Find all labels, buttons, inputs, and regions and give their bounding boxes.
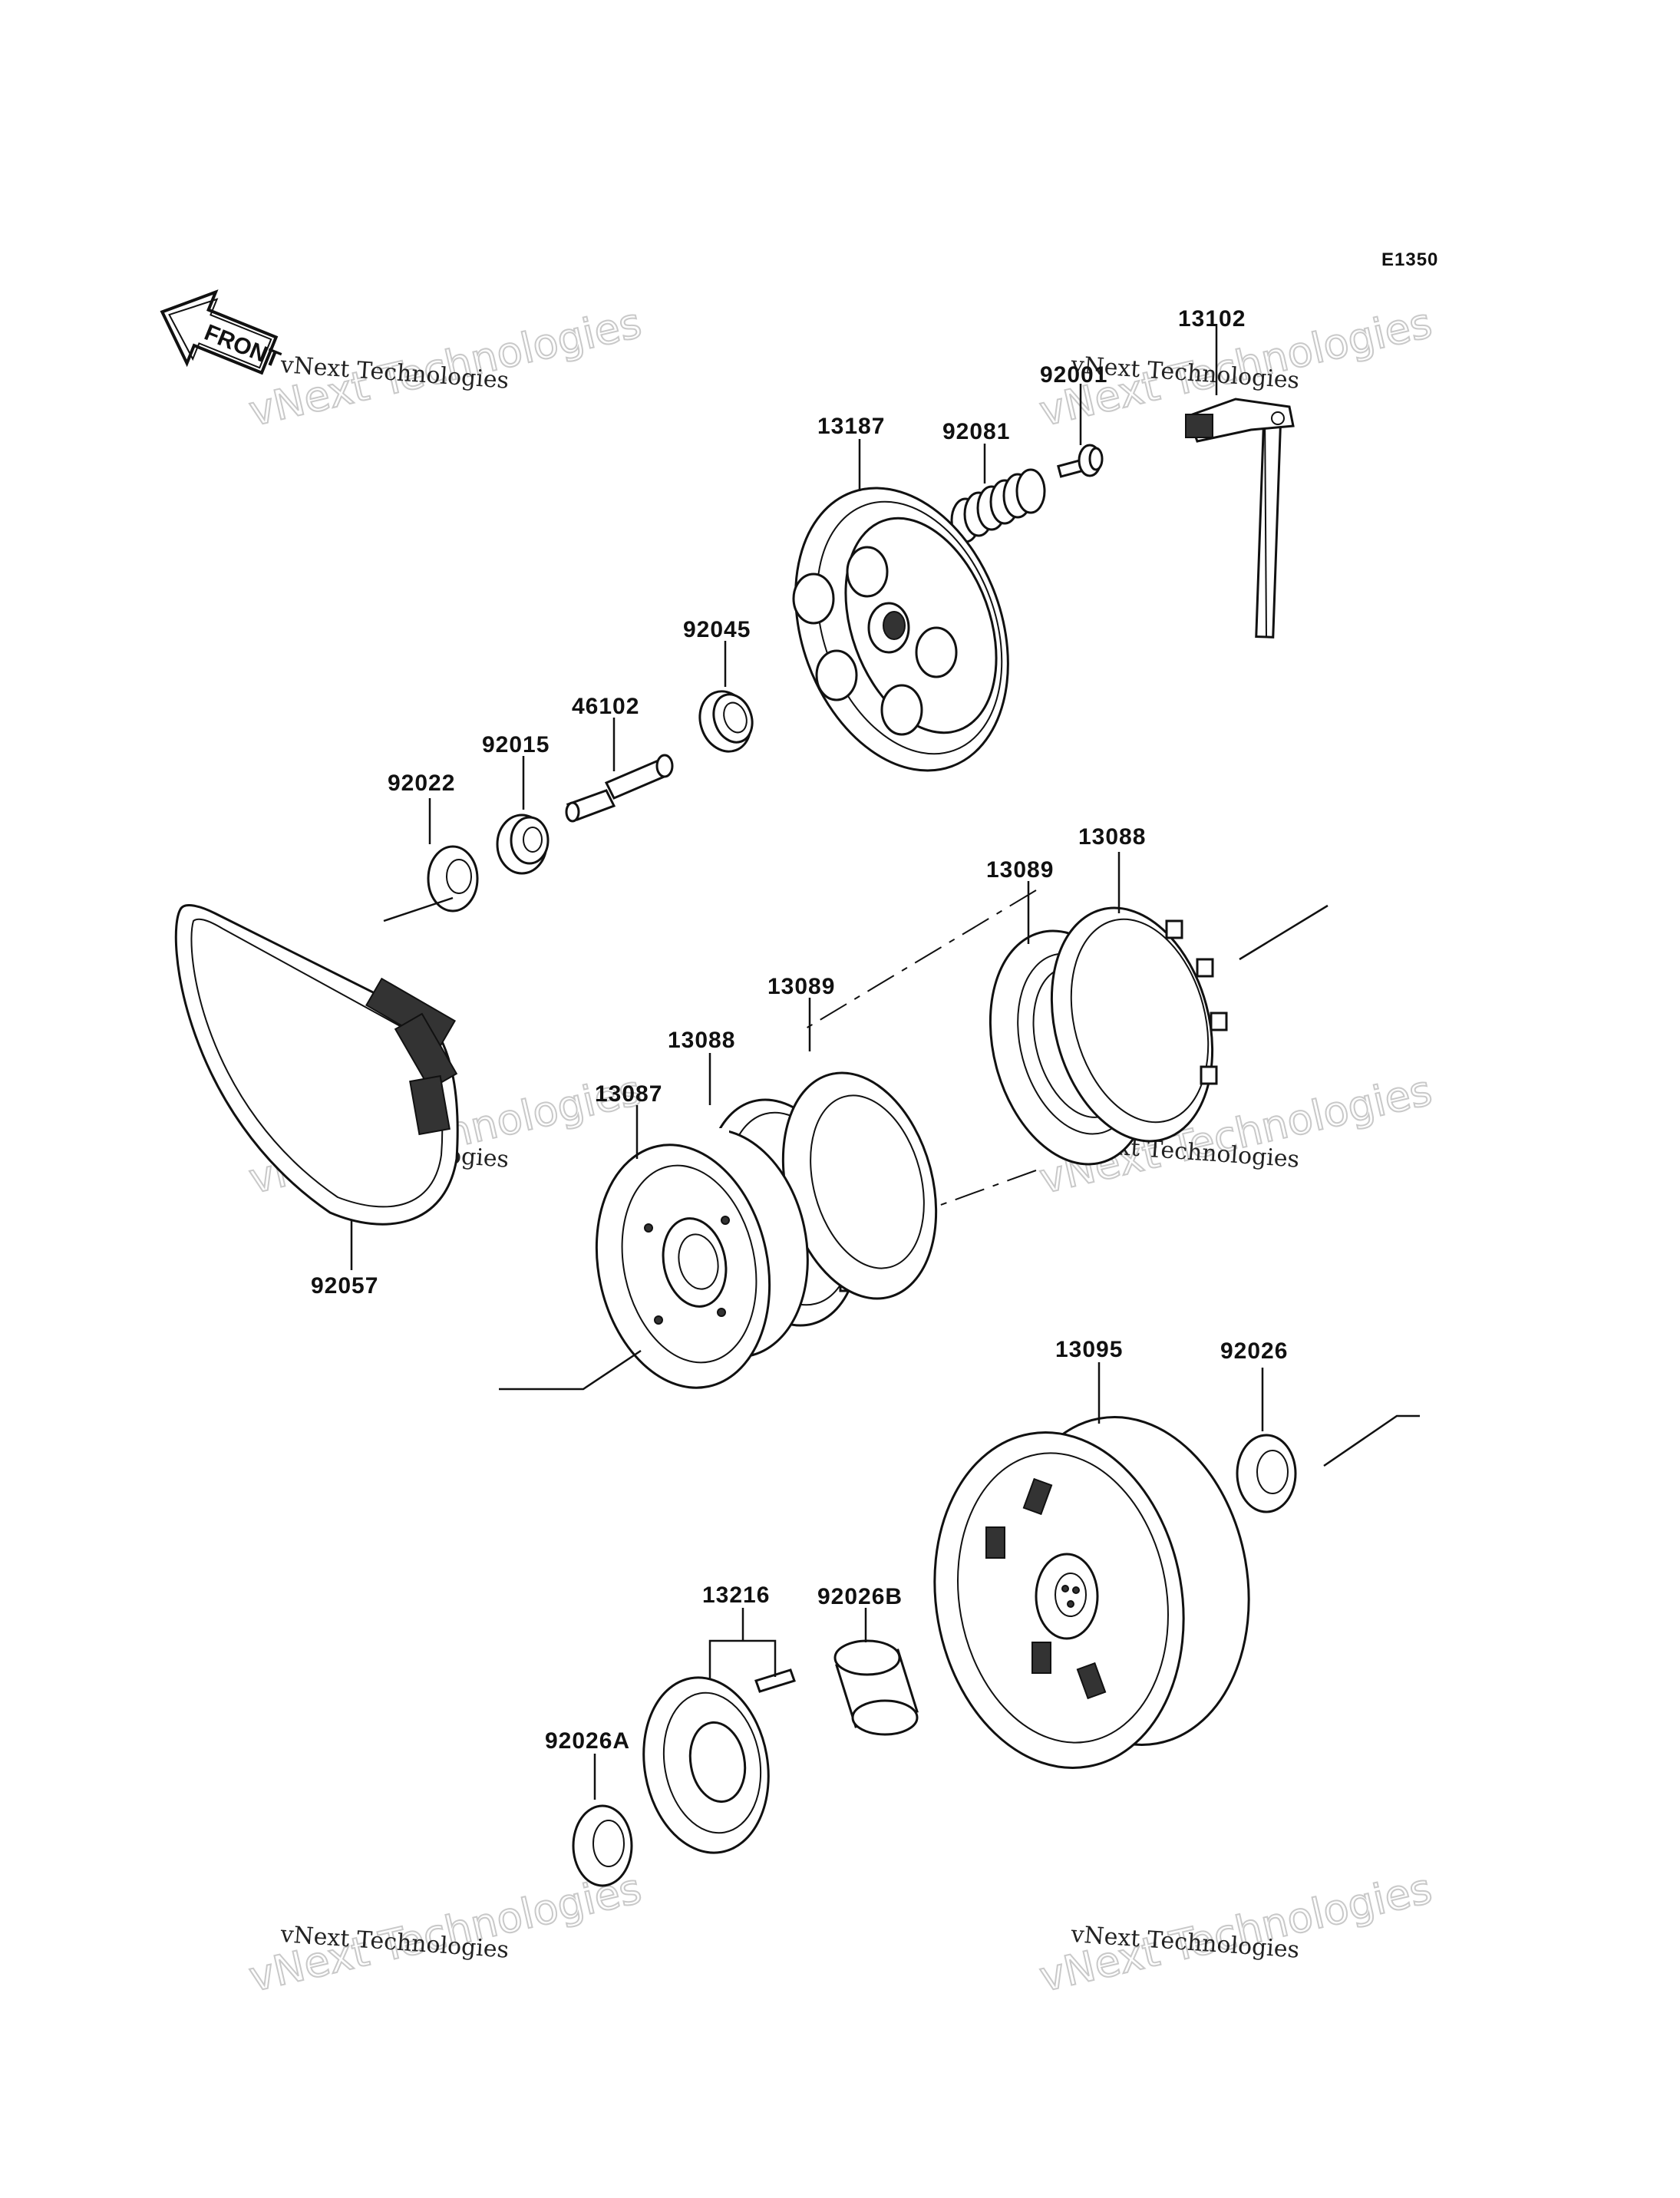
- label-92081: 92081: [942, 419, 1010, 444]
- label-13088-b: 13088: [668, 1028, 735, 1053]
- watermark-top-left: vNext Technologies vNext Technologies: [244, 298, 647, 437]
- part-92057-chain: [174, 904, 459, 1226]
- label-92026B: 92026B: [817, 1584, 903, 1609]
- part-13102-push-lever: [1185, 398, 1295, 639]
- label-13187: 13187: [817, 414, 885, 439]
- label-46102: 46102: [572, 694, 639, 719]
- part-92015-nut: [496, 814, 550, 875]
- label-92001: 92001: [1040, 362, 1107, 388]
- part-92045-bearing: [698, 690, 754, 753]
- label-92026A: 92026A: [545, 1728, 630, 1754]
- part-13095-clutch-housing: [933, 1416, 1250, 1769]
- part-13088-steel-plate-a: [1050, 906, 1228, 1143]
- part-13216-gear: [642, 1668, 796, 1854]
- diagram-code: E1350: [1381, 249, 1438, 270]
- part-13187-pressure-plate: [792, 487, 1009, 772]
- watermark-bottom-left: vNext Technologies vNext Technologies: [244, 1863, 647, 2002]
- part-92022-washer: [427, 845, 479, 913]
- part-92081-spring: [950, 468, 1046, 543]
- label-13216: 13216: [702, 1582, 770, 1608]
- part-13089-friction-plate-b: [781, 1071, 938, 1300]
- axis-line-13087: [499, 1349, 642, 1391]
- axis-line-upper-right: [1239, 904, 1328, 961]
- label-13087: 13087: [595, 1081, 662, 1107]
- label-92022: 92022: [388, 771, 455, 796]
- part-92026-washer: [1236, 1434, 1297, 1513]
- label-13102: 13102: [1178, 306, 1246, 332]
- label-92057: 92057: [311, 1273, 378, 1299]
- part-46102-push-pin: [565, 754, 674, 823]
- axis-line-92022: [383, 896, 454, 922]
- label-92015: 92015: [482, 732, 550, 757]
- label-13089-b: 13089: [767, 974, 835, 999]
- label-13095: 13095: [1055, 1337, 1123, 1362]
- label-13089-a: 13089: [986, 857, 1054, 883]
- part-92001-bolt: [1057, 444, 1104, 478]
- label-92045: 92045: [683, 617, 751, 642]
- leader-13216-bracket: [708, 1639, 777, 1679]
- part-92026A-washer: [572, 1804, 633, 1887]
- axis-line-92026: [1323, 1414, 1420, 1467]
- part-92026B-bushing: [833, 1639, 919, 1736]
- label-13088-a: 13088: [1078, 824, 1146, 850]
- watermark-bottom-right: vNext Technologies vNext Technologies: [1035, 1863, 1437, 2002]
- front-arrow-icon: FRONT: [160, 289, 284, 375]
- label-92026: 92026: [1220, 1338, 1288, 1364]
- axis-dash-upper: [805, 889, 1037, 1029]
- part-13087-clutch-hub: [595, 1128, 809, 1389]
